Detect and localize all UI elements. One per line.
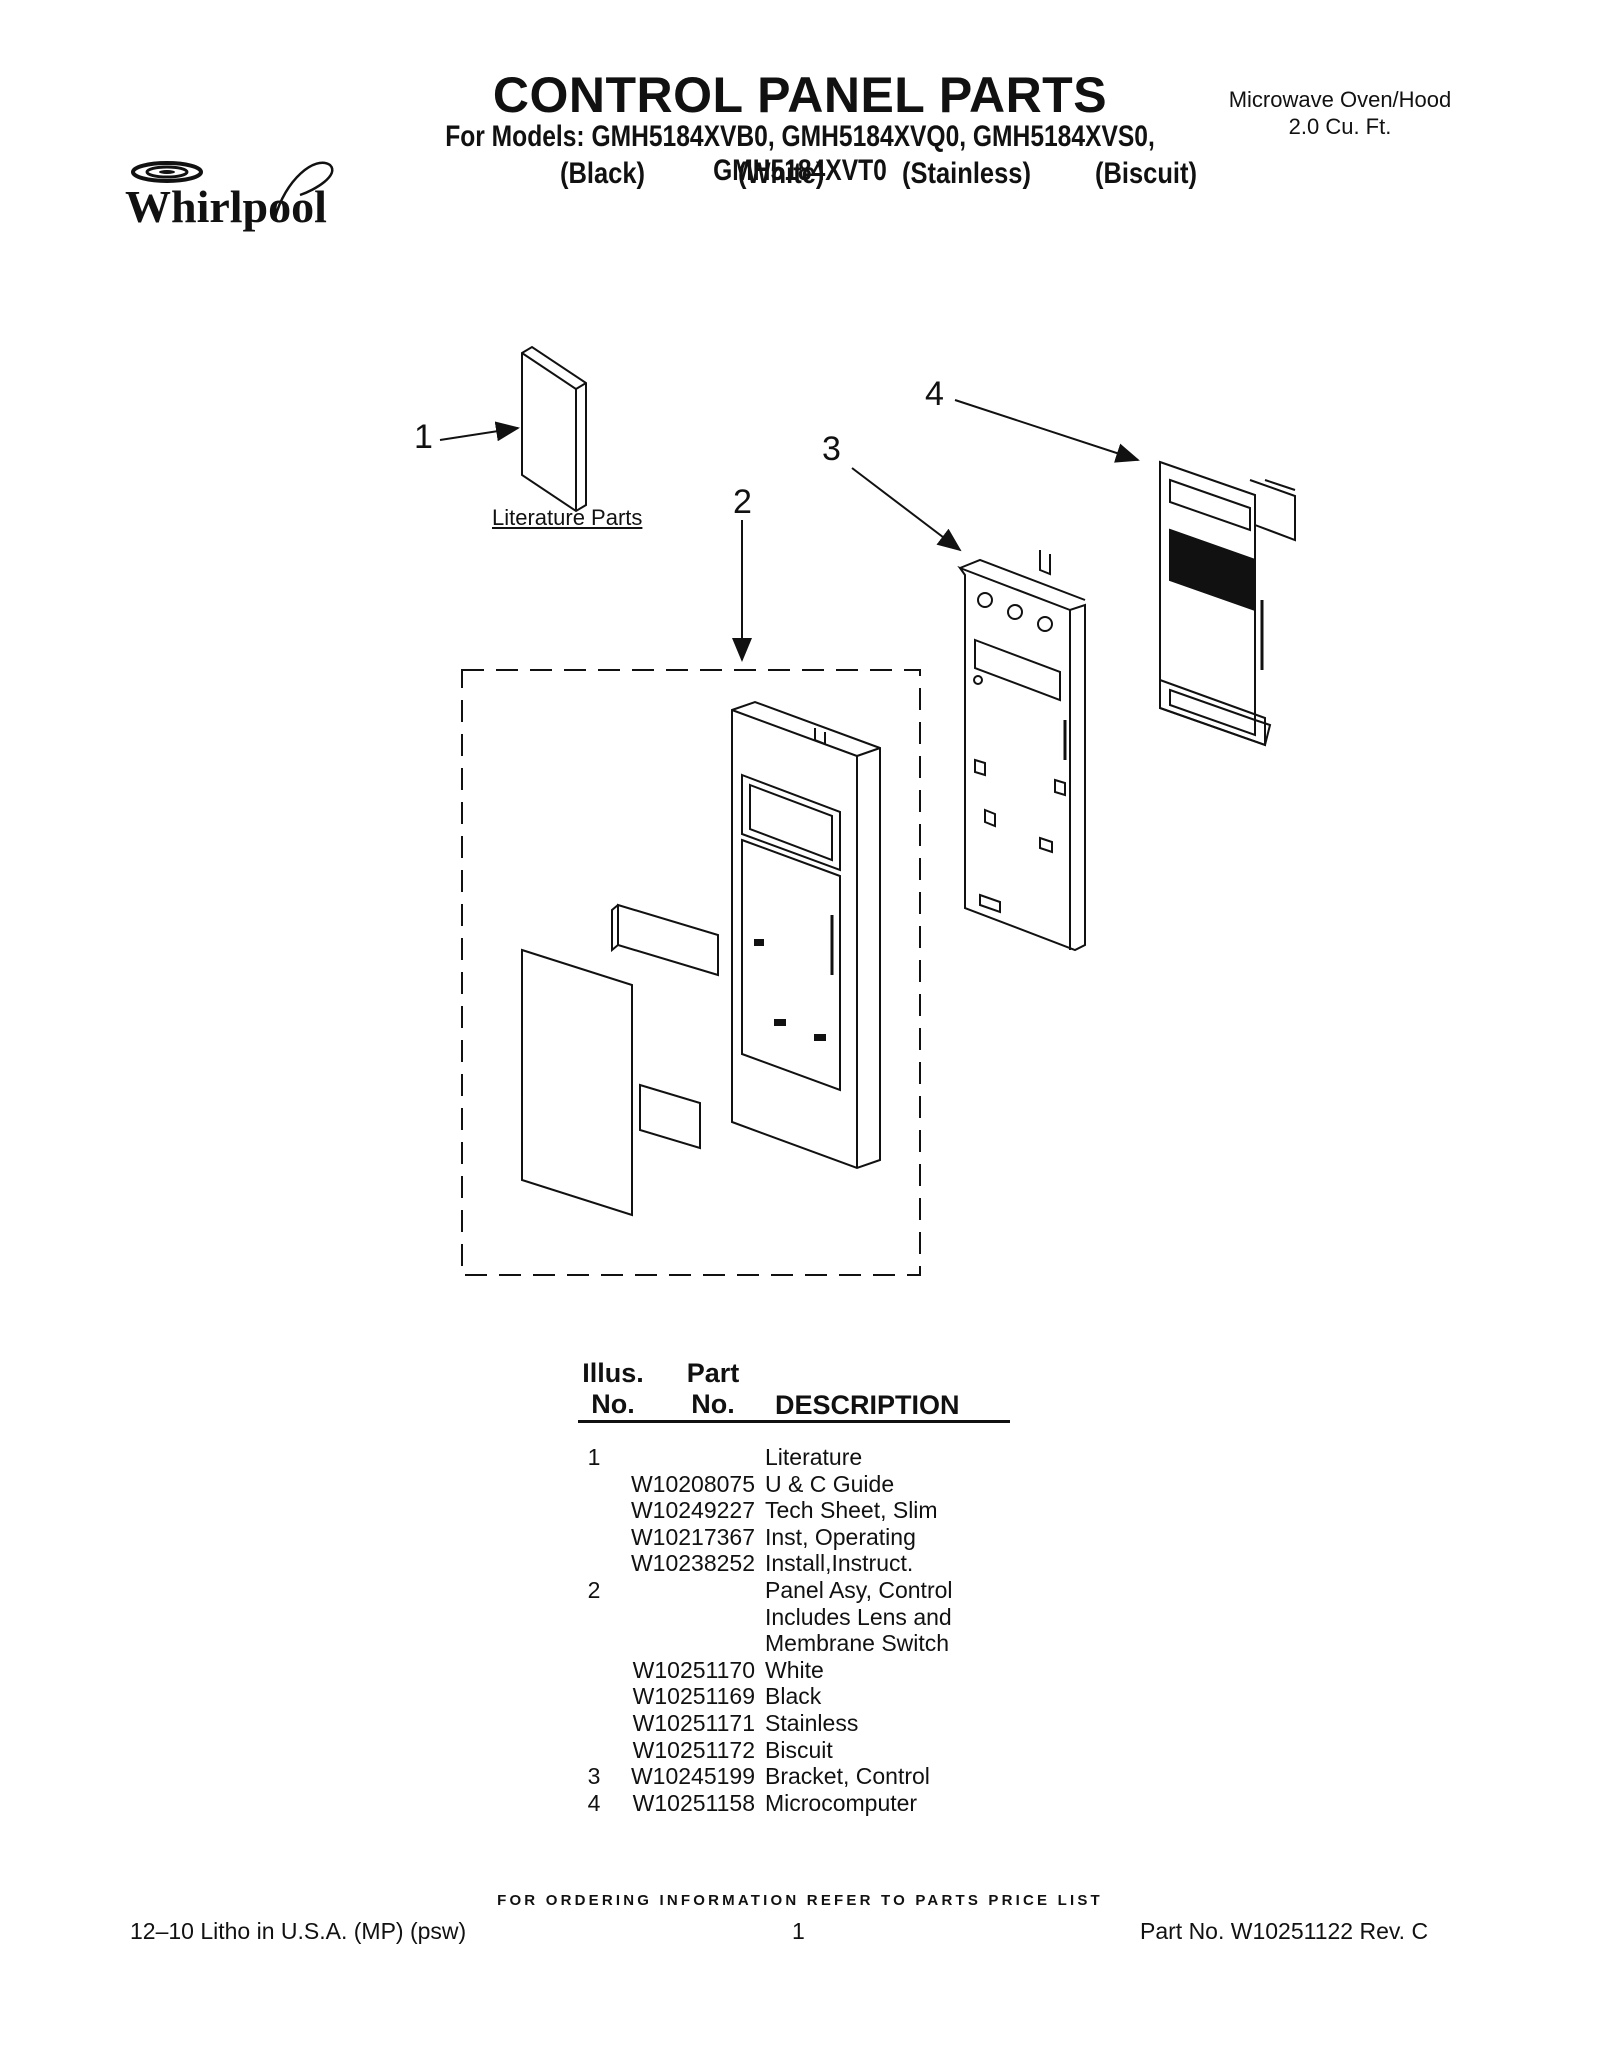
finish-white: (White) (738, 157, 825, 190)
literature-booklet (521, 345, 587, 513)
table-row: W10208075 U & C Guide (560, 1471, 953, 1498)
table-row: Membrane Switch (560, 1630, 953, 1657)
panel-assembly-group (461, 669, 921, 1276)
table-header-rule (578, 1420, 1010, 1423)
table-row: W10238252 Install,Instruct. (560, 1550, 953, 1577)
table-row: W10251169 Black (560, 1683, 953, 1710)
part-number: W10249227 (630, 1497, 755, 1524)
page-number: 1 (792, 1918, 805, 1944)
control-panel (731, 700, 881, 1170)
table-row: 2 Panel Asy, Control (560, 1577, 953, 1604)
col-head-illus: Illus. No. (578, 1358, 648, 1420)
part-description: Literature (765, 1444, 863, 1470)
part-number: W10251172 (632, 1736, 755, 1763)
part-description: Biscuit (765, 1736, 833, 1763)
illus-number (560, 1604, 628, 1631)
table-row: W10249227 Tech Sheet, Slim (560, 1497, 953, 1524)
illus-number (560, 1497, 628, 1524)
col-head-illus-line1: Illus. (582, 1358, 644, 1388)
exploded-diagram (439, 345, 1296, 1276)
table-row: 3 W10245199 Bracket, Control (560, 1763, 953, 1790)
illus-number (560, 1710, 628, 1737)
illus-number (560, 1471, 628, 1498)
membrane-switch (521, 948, 633, 1217)
table-row: W10217367 Inst, Operating (560, 1524, 953, 1551)
part-description: Stainless (765, 1709, 859, 1736)
callout-2: 2 (733, 483, 752, 521)
product-category: Microwave Oven/Hood 2.0 Cu. Ft. (1190, 86, 1490, 140)
illus-number (560, 1524, 628, 1551)
part-number (628, 1604, 765, 1631)
finish-stainless: (Stainless) (902, 157, 1031, 190)
whirlpool-logo: Whirlpool (125, 161, 334, 232)
part-description: Tech Sheet, Slim (765, 1497, 938, 1524)
part-description: Membrane Switch (765, 1630, 950, 1657)
part-number (628, 1577, 765, 1604)
illus-number (560, 1630, 628, 1657)
illus-number (560, 1737, 628, 1764)
part-number (628, 1630, 765, 1657)
part-description: Panel Asy, Control (765, 1576, 953, 1603)
callout-3: 3 (822, 430, 841, 468)
illus-number (560, 1550, 628, 1577)
callout-4: 4 (925, 375, 944, 413)
illus-number: 4 (587, 1789, 601, 1816)
table-row: W10251171 Stainless (560, 1710, 953, 1737)
col-head-part-line2: No. (691, 1389, 735, 1419)
table-row: 1 Literature (560, 1444, 953, 1471)
illus-number: 1 (587, 1444, 601, 1470)
page-title: CONTROL PANEL PARTS (492, 67, 1108, 123)
table-row: Includes Lens and (560, 1604, 953, 1631)
part-number: W10251171 (632, 1709, 755, 1736)
whirlpool-logo-wordmark: Whirlpool (125, 181, 327, 232)
litho-info: 12–10 Litho in U.S.A. (MP) (psw) (130, 1918, 467, 1944)
part-number: W10238252 (630, 1550, 755, 1577)
part-number: W10251169 (632, 1683, 755, 1710)
document-part-number: Part No. W10251122 Rev. C (1140, 1918, 1429, 1944)
table-row: W10251172 Biscuit (560, 1737, 953, 1764)
table-row: 4 W10251158 Microcomputer (560, 1790, 953, 1817)
part-description: Bracket, Control (765, 1763, 930, 1790)
part-number: W10251158 (632, 1789, 755, 1816)
illus-number (560, 1683, 628, 1710)
col-head-description: DESCRIPTION (775, 1390, 960, 1420)
category-line-2: 2.0 Cu. Ft. (1288, 114, 1392, 139)
col-head-illus-line2: No. (591, 1389, 635, 1419)
part-description: White (765, 1656, 824, 1683)
part-number (628, 1444, 765, 1471)
illus-number (560, 1657, 628, 1684)
callout-line-1 (439, 421, 520, 442)
part-description: U & C Guide (765, 1470, 895, 1497)
col-head-part-line1: Part (686, 1358, 740, 1388)
category-line-1: Microwave Oven/Hood (1228, 87, 1452, 112)
callout-line-4 (954, 399, 1140, 463)
callout-line-3 (851, 467, 962, 552)
part-number: W10251170 (632, 1656, 755, 1683)
models-line: For Models: GMH5184XVB0, GMH5184XVQ0, GM… (445, 120, 1155, 187)
finish-biscuit: (Biscuit) (1095, 157, 1197, 190)
part-number: W10217367 (630, 1523, 755, 1550)
part-number: W10208075 (630, 1470, 755, 1497)
callout-1: 1 (414, 418, 433, 456)
illus-number: 3 (587, 1763, 601, 1790)
table-row: W10251170 White (560, 1657, 953, 1684)
ordering-note: FOR ORDERING INFORMATION REFER TO PARTS … (497, 1892, 1103, 1909)
part-description: Inst, Operating (765, 1523, 916, 1550)
literature-parts-label: Literature Parts (492, 505, 643, 530)
part-description: Install,Instruct. (765, 1550, 914, 1577)
part-description: Microcomputer (765, 1789, 918, 1816)
display-lens (617, 903, 719, 977)
part-description: Includes Lens and (765, 1603, 952, 1630)
microcomputer-board (1159, 460, 1296, 747)
illus-number: 2 (587, 1576, 601, 1603)
col-head-part: Part No. (678, 1358, 748, 1420)
finish-black: (Black) (560, 157, 646, 190)
control-bracket (957, 550, 1086, 952)
part-number: W10245199 (630, 1763, 755, 1790)
part-description: Black (765, 1683, 822, 1710)
